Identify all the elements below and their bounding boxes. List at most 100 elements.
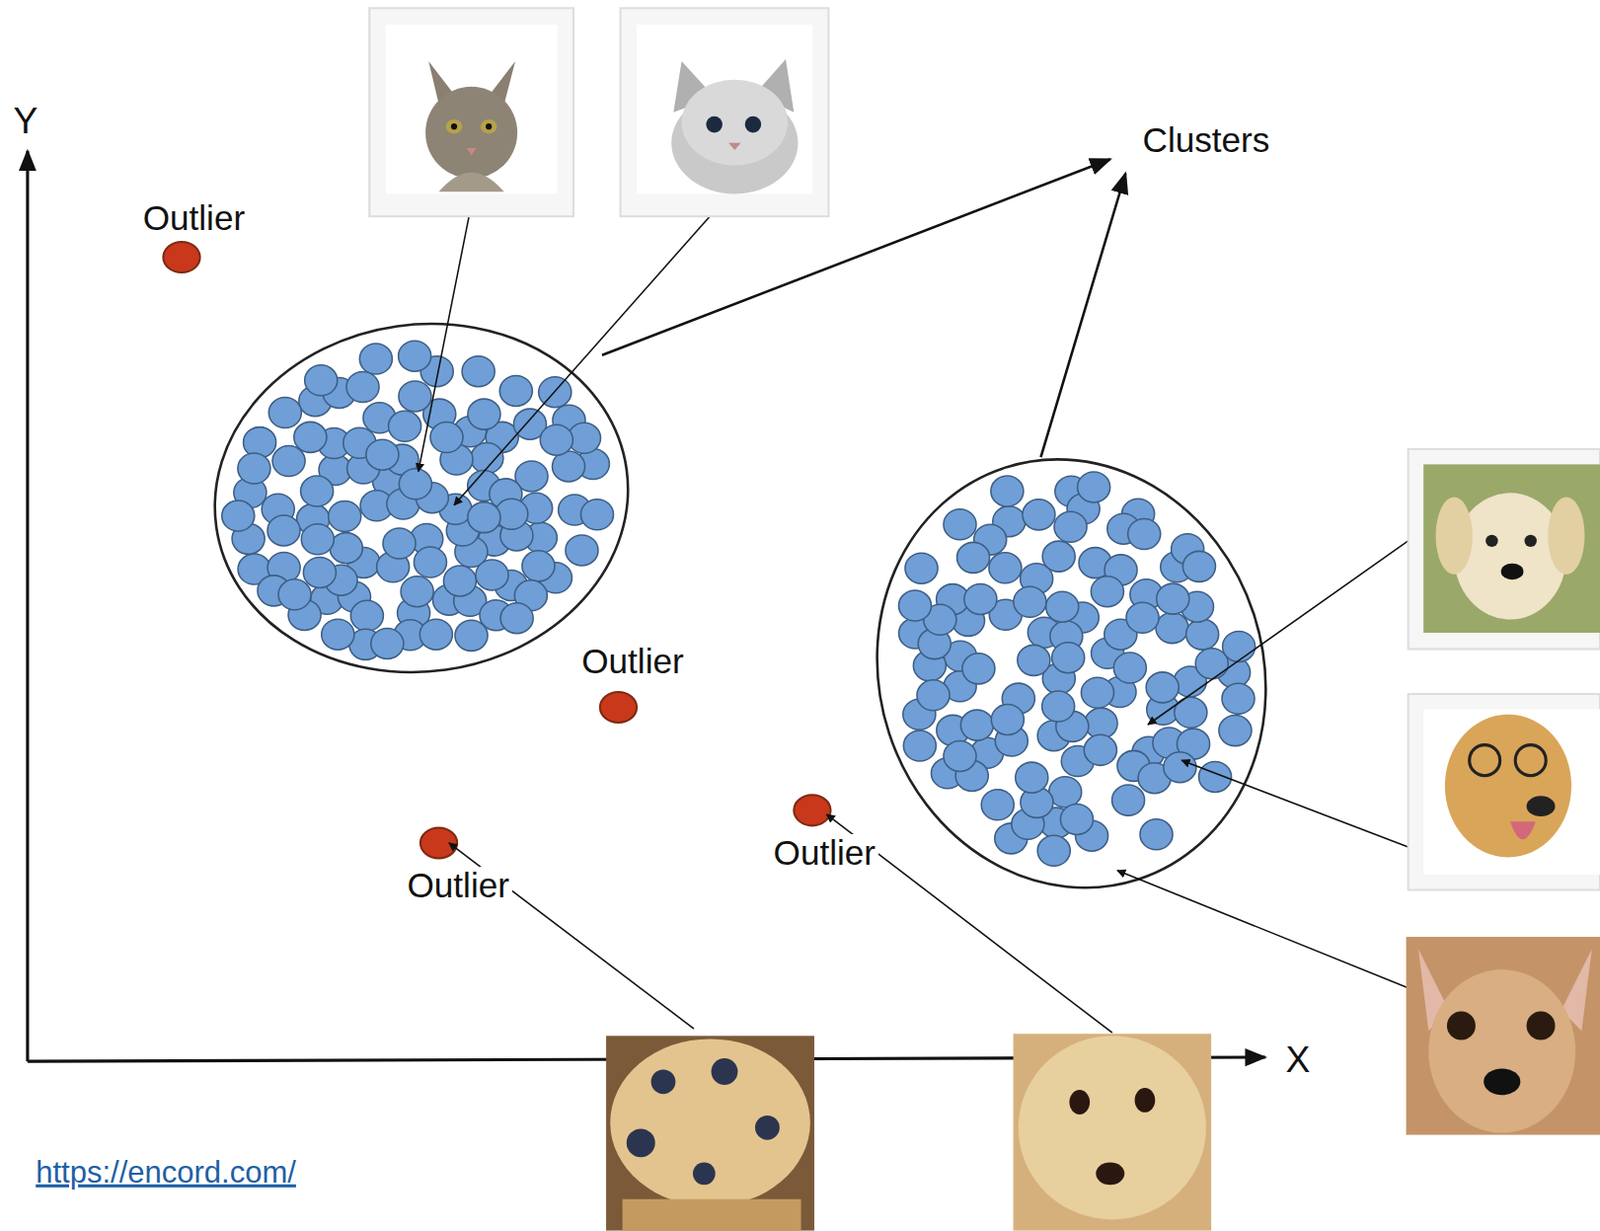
data-point: [1083, 734, 1117, 765]
data-point: [499, 375, 533, 406]
data-point: [388, 410, 422, 442]
data-point: [301, 475, 334, 507]
data-point: [1126, 602, 1159, 633]
data-point: [943, 740, 977, 771]
data-points: [222, 340, 1256, 866]
data-point: [328, 500, 362, 532]
data-point: [1042, 540, 1075, 572]
data-point: [1090, 576, 1124, 608]
data-point: [272, 446, 305, 477]
data-point: [580, 499, 613, 531]
data-point: [475, 559, 509, 591]
data-point: [1013, 586, 1047, 617]
source-link: https://encord.com/: [35, 1154, 297, 1189]
cluster-outline: [192, 297, 652, 698]
data-point: [916, 680, 950, 711]
data-point: [990, 475, 1024, 507]
data-point: [1128, 518, 1161, 549]
data-point: [962, 653, 995, 685]
data-point: [398, 340, 432, 372]
data-point: [382, 528, 416, 559]
data-point: [500, 603, 534, 634]
data-point: [461, 356, 495, 387]
cat-photo: [620, 7, 830, 217]
data-point: [398, 380, 432, 412]
data-point: [366, 439, 399, 470]
data-point: [1112, 784, 1145, 816]
data-point: [1022, 499, 1056, 531]
axis-label: Y: [12, 100, 38, 142]
dog-photo: [1408, 693, 1600, 890]
axis-label: X: [1286, 1039, 1311, 1080]
data-point: [1155, 612, 1189, 644]
data-point: [565, 534, 599, 566]
cluster-arrow: [1040, 173, 1126, 458]
data-point: [467, 502, 501, 534]
data-point: [1037, 835, 1070, 866]
data-point: [321, 618, 355, 650]
data-point: [522, 550, 555, 582]
data-point: [294, 421, 327, 453]
data-point: [222, 500, 255, 532]
data-point: [237, 453, 271, 484]
muffin-photo: [606, 1035, 815, 1230]
data-point: [956, 541, 990, 573]
data-point: [1080, 677, 1114, 708]
outlier-label: Outlier: [140, 199, 249, 238]
data-point: [455, 619, 488, 651]
data-point: [960, 709, 993, 741]
data-point: [1156, 583, 1190, 614]
data-point: [419, 618, 453, 650]
data-point: [1052, 642, 1085, 674]
cat-photo: [369, 7, 574, 217]
data-point: [1060, 803, 1093, 835]
data-point: [350, 600, 383, 631]
data-point: [1140, 819, 1173, 850]
data-point: [1113, 652, 1146, 684]
data-point: [278, 579, 311, 610]
data-point: [1182, 550, 1216, 582]
data-point: [905, 552, 938, 584]
data-point: [1054, 511, 1087, 542]
data-point: [989, 552, 1022, 584]
data-point: [898, 590, 931, 621]
data-point: [1046, 591, 1079, 622]
data-point: [539, 424, 573, 456]
data-point: [303, 556, 336, 588]
data-point: [413, 546, 447, 578]
dog-photo: [1406, 936, 1600, 1136]
outlier-label: Outlier: [578, 642, 687, 682]
data-point: [1186, 618, 1220, 650]
data-point: [267, 515, 301, 546]
data-point: [346, 372, 380, 403]
data-point: [990, 703, 1024, 735]
data-point: [1017, 644, 1051, 676]
data-point: [903, 730, 936, 762]
data-point: [943, 509, 977, 540]
data-point: [268, 397, 302, 429]
data-point: [329, 533, 363, 564]
data-point: [1163, 752, 1197, 783]
leader-lines: [418, 202, 1409, 1034]
data-point: [1222, 630, 1256, 662]
data-point: [400, 576, 434, 608]
cluster-outline: [822, 408, 1321, 939]
data-point: [1077, 471, 1111, 503]
data-point: [981, 789, 1014, 821]
data-point: [1015, 761, 1049, 793]
data-point: [304, 365, 338, 396]
muffin-photo: [1013, 1033, 1213, 1231]
data-point: [243, 427, 277, 458]
data-point: [1221, 683, 1255, 714]
data-point: [964, 583, 997, 614]
data-point: [1145, 672, 1179, 703]
data-point: [430, 422, 463, 454]
outlier-label: Outlier: [769, 834, 879, 873]
outlier-points: [162, 241, 831, 858]
data-point: [359, 343, 392, 375]
data-point: [1042, 690, 1075, 722]
data-point: [1084, 707, 1118, 739]
data-point: [467, 398, 501, 430]
